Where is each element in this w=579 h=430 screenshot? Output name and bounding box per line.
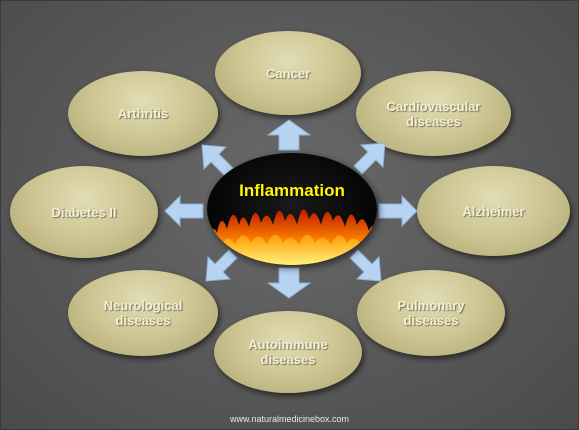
- node-alzheimer-label: Alzheimer: [462, 203, 525, 219]
- fire-icon: [207, 209, 377, 265]
- node-cancer-label: Cancer: [265, 65, 311, 81]
- node-arthritis: Arthritis: [68, 71, 218, 156]
- node-autoimmune-label: Autoimmune diseases: [248, 337, 328, 367]
- node-diabetes: Diabetes II: [10, 166, 158, 258]
- center-label: Inflammation: [239, 181, 345, 200]
- arrow-up-right-icon: [353, 142, 386, 175]
- node-cardiovascular: Cardiovascular diseases: [356, 71, 511, 156]
- node-diabetes-label: Diabetes II: [51, 204, 117, 220]
- arrow-left-icon: [164, 195, 204, 227]
- node-cardiovascular-label: Cardiovascular diseases: [386, 98, 481, 129]
- node-arthritis-label: Arthritis: [117, 106, 169, 121]
- node-neurological: Neurological diseases: [68, 270, 218, 356]
- arrow-right-icon: [378, 195, 418, 227]
- node-alzheimer: Alzheimer: [417, 166, 570, 256]
- center-inflammation: Inflammation: [207, 153, 377, 265]
- arrow-down-icon: [267, 267, 311, 299]
- source-url: www.naturalmedicinebox.com: [229, 414, 350, 424]
- node-autoimmune: Autoimmune diseases: [214, 311, 362, 393]
- node-pulmonary-label: Pulmonary diseases: [397, 298, 465, 328]
- node-cancer: Cancer: [215, 31, 361, 115]
- node-neurological-label: Neurological diseases: [103, 298, 183, 328]
- arrow-up-icon: [267, 119, 311, 151]
- node-pulmonary: Pulmonary diseases: [357, 270, 505, 356]
